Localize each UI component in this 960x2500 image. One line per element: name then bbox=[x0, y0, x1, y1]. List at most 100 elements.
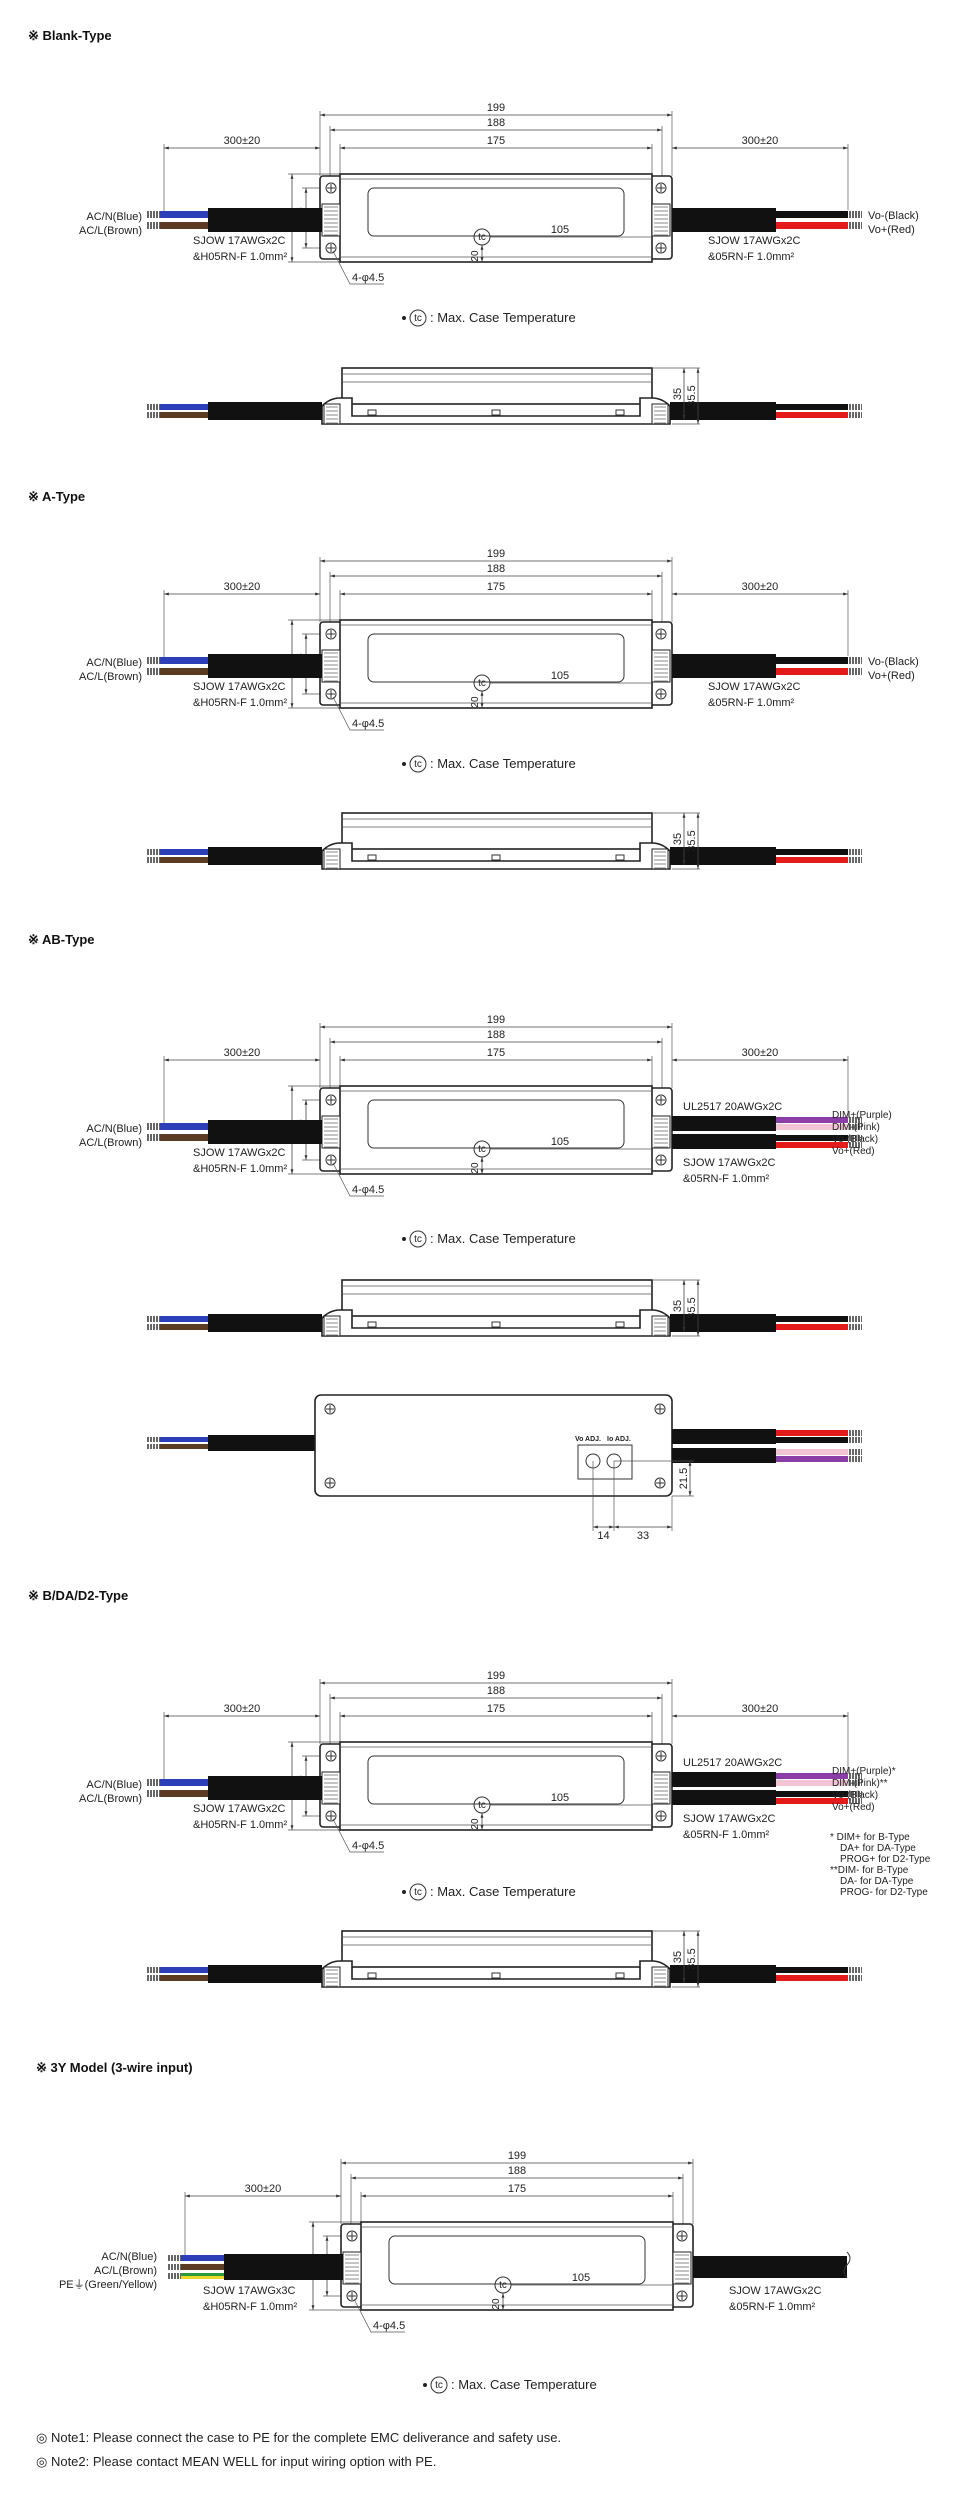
section-title: ※ Blank-Type bbox=[28, 28, 112, 43]
tc-symbol: tc bbox=[414, 1234, 422, 1245]
note-1: ◎ Note1: Please connect the case to PE f… bbox=[36, 2430, 561, 2445]
stripped-end bbox=[848, 1791, 862, 1797]
output-cable-label: SJOW 17AWGx2C bbox=[708, 681, 801, 693]
mounting-hole-icon bbox=[655, 1094, 667, 1106]
stripped-end bbox=[146, 1324, 160, 1330]
tc-symbol-icon bbox=[430, 2376, 448, 2394]
stripped-end bbox=[848, 849, 862, 855]
tc-legend: tc: Max. Case Temperature bbox=[402, 309, 576, 327]
wire-blue bbox=[160, 1316, 208, 1322]
stripped-end bbox=[848, 1430, 862, 1436]
wire-red bbox=[776, 1798, 848, 1804]
legend-text: : Max. Case Temperature bbox=[451, 2377, 597, 2392]
top-view: 199188175300±20300±206345.8tc105204-φ4.5… bbox=[79, 548, 919, 731]
dimension-label: 188 bbox=[487, 117, 505, 129]
stripped-end bbox=[848, 1142, 862, 1148]
stripped-end bbox=[848, 1117, 862, 1123]
input-cable-label: SJOW 17AWGx2C bbox=[193, 1147, 286, 1159]
input-label: AC/N(Blue) bbox=[101, 2251, 157, 2263]
mounting-hole-icon bbox=[325, 182, 337, 194]
wire-black bbox=[776, 1135, 848, 1141]
wire-blue bbox=[181, 2255, 224, 2261]
tc-symbol: tc bbox=[414, 313, 422, 324]
mounting-hole-icon bbox=[676, 2230, 688, 2242]
holes-leader bbox=[332, 1162, 384, 1197]
input-cable-label: &H05RN-F 1.0mm² bbox=[203, 2301, 297, 2313]
stripped-end bbox=[848, 657, 862, 664]
holes-label: 4-φ4.5 bbox=[352, 718, 384, 730]
mounting-hole-icon bbox=[325, 628, 337, 640]
holes-leader bbox=[332, 696, 384, 731]
clip bbox=[491, 854, 501, 861]
stripped-end bbox=[146, 849, 160, 855]
tc-symbol: tc bbox=[478, 1800, 486, 1811]
input-cable-sheath bbox=[208, 402, 322, 420]
dimension-label: 175 bbox=[487, 135, 505, 147]
holes-label: 4-φ4.5 bbox=[352, 272, 384, 284]
wire-red bbox=[776, 1975, 848, 1981]
stripped-end bbox=[167, 2255, 181, 2261]
dimension-label: 188 bbox=[508, 2165, 526, 2177]
input-cable-label: SJOW 17AWGx2C bbox=[193, 681, 286, 693]
section-title: ※ 3Y Model (3-wire input) bbox=[36, 2060, 193, 2075]
footnote: PROG+ for D2-Type bbox=[840, 1854, 931, 1865]
cable-break-icon bbox=[843, 2251, 851, 2279]
output-label: DIM+(Purple) bbox=[832, 1110, 892, 1121]
case-top bbox=[341, 367, 653, 405]
stripped-end bbox=[167, 2273, 181, 2279]
label-window bbox=[367, 1099, 625, 1149]
legend-text: : Max. Case Temperature bbox=[430, 1231, 576, 1246]
output-cable-sheath bbox=[672, 1134, 776, 1149]
clip bbox=[491, 1321, 501, 1328]
mounting-hole-icon bbox=[655, 1750, 667, 1762]
stripped-end bbox=[848, 1773, 862, 1779]
legend-text: : Max. Case Temperature bbox=[430, 1884, 576, 1899]
output-label: Vo+(Red) bbox=[832, 1802, 875, 1813]
output-cable-sheath bbox=[670, 1314, 776, 1332]
input-cable-sheath bbox=[224, 2254, 343, 2280]
mounting-hole-icon bbox=[325, 1810, 337, 1822]
clip bbox=[615, 1321, 625, 1328]
output-label: Vo+(Red) bbox=[832, 1146, 875, 1157]
stripped-end bbox=[146, 1316, 160, 1322]
dim-cable-sheath bbox=[672, 1772, 776, 1787]
dim-cable-label: UL2517 20AWGx2C bbox=[683, 1101, 782, 1113]
mounting-hole-icon bbox=[676, 2290, 688, 2302]
dimension-label: 300±20 bbox=[224, 1703, 261, 1715]
adjust-label: Vo ADJ. bbox=[575, 1436, 601, 1443]
wire-brown bbox=[160, 1324, 208, 1330]
wire-black bbox=[776, 1437, 848, 1443]
input-cable-label: SJOW 17AWGx2C bbox=[193, 1803, 286, 1815]
clip bbox=[615, 409, 625, 416]
case-body bbox=[339, 173, 653, 263]
clip bbox=[367, 409, 377, 416]
holes-leader bbox=[353, 2298, 405, 2333]
stripped-end bbox=[848, 857, 862, 863]
output-label: Vo+(Red) bbox=[868, 670, 915, 682]
output-label: DIM-(Pink) bbox=[832, 1122, 880, 1133]
output-cable-label: SJOW 17AWGx2C bbox=[683, 1157, 776, 1169]
mounting-hole-icon bbox=[655, 182, 667, 194]
label-window bbox=[367, 633, 625, 683]
wire-brown bbox=[160, 1975, 208, 1981]
wire-blue bbox=[160, 1967, 208, 1973]
dimension-label: 300±20 bbox=[742, 135, 779, 147]
dimension-label: 35 bbox=[672, 1951, 684, 1963]
dimension-label: 300±20 bbox=[224, 1047, 261, 1059]
clip bbox=[367, 1972, 377, 1979]
clip bbox=[615, 854, 625, 861]
wire-red bbox=[776, 857, 848, 863]
wire-red bbox=[776, 1142, 848, 1148]
dimension-label: 300±20 bbox=[742, 581, 779, 593]
output-cable-label: &05RN-F 1.0mm² bbox=[683, 1173, 770, 1185]
mounting-hole-icon bbox=[325, 688, 337, 700]
dimension-label: 199 bbox=[487, 1670, 505, 1682]
input-cable-label: &H05RN-F 1.0mm² bbox=[193, 251, 287, 263]
mounting-hole-icon bbox=[655, 1810, 667, 1822]
case-bottom bbox=[314, 1394, 673, 1497]
note-2: ◎ Note2: Please contact MEAN WELL for in… bbox=[36, 2454, 436, 2469]
stripped-end bbox=[146, 857, 160, 863]
tc-symbol: tc bbox=[414, 1887, 422, 1898]
